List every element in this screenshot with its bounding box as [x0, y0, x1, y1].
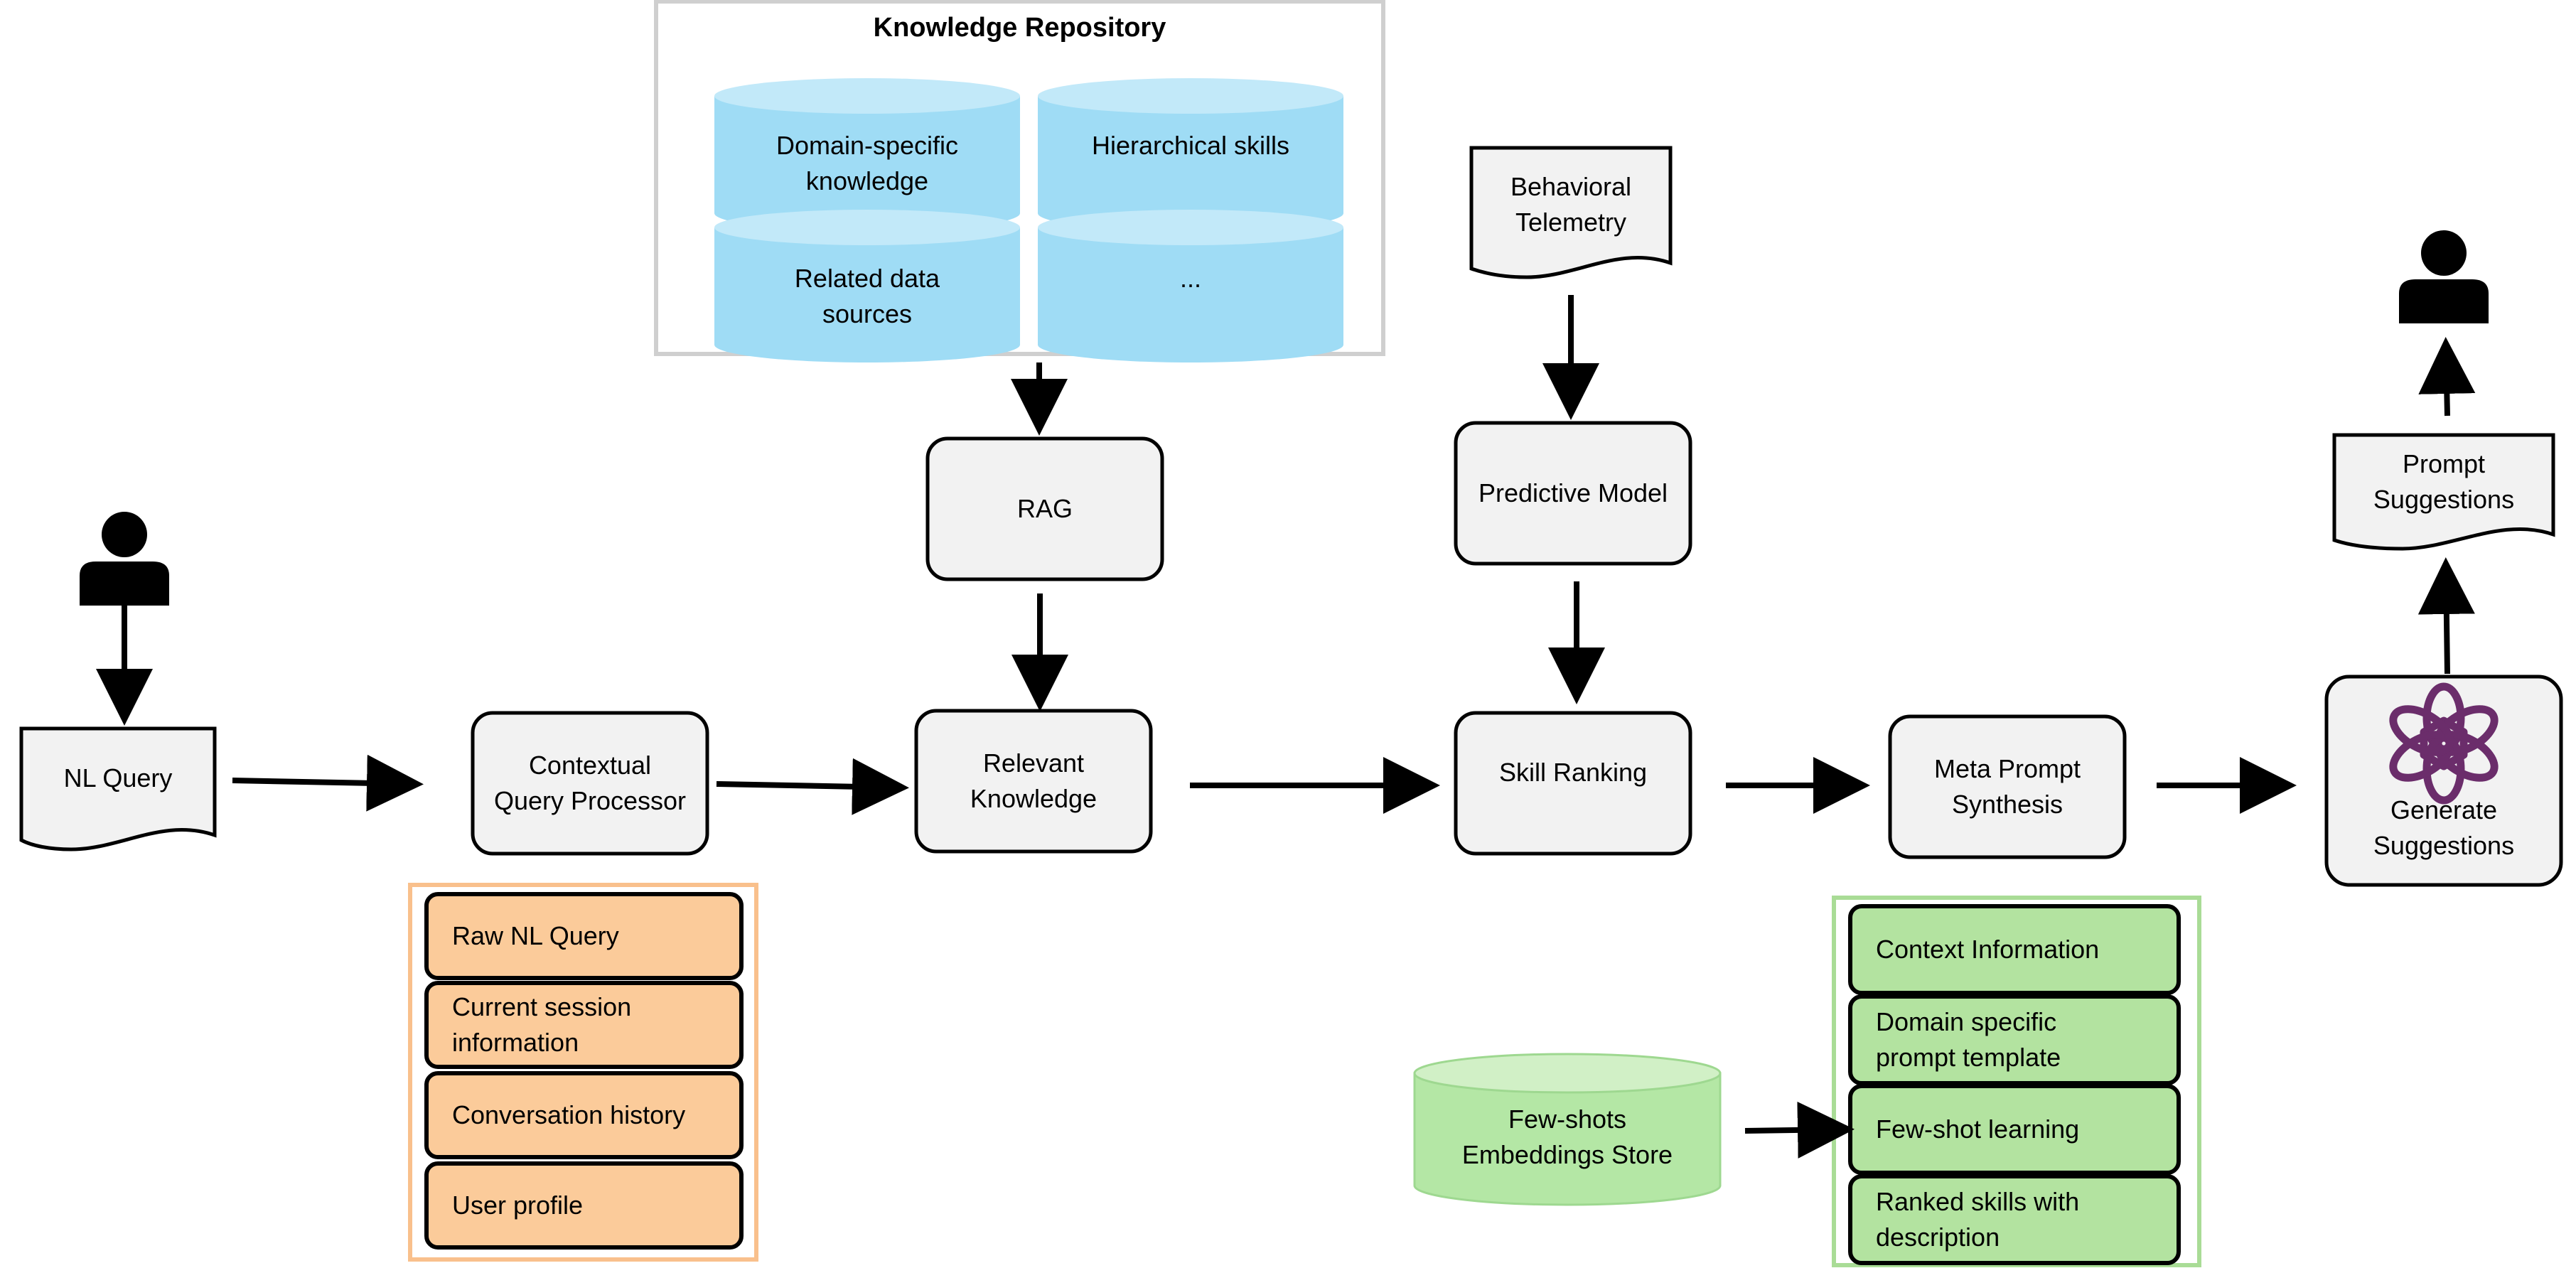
arrow-nl-query-to-processor — [232, 754, 424, 812]
knowledge-repository-title: Knowledge Repository — [873, 13, 1166, 43]
predictive-model-label: Predictive Model — [1478, 478, 1668, 507]
user-icon — [80, 512, 169, 606]
contextual-query-processor-box — [471, 711, 709, 856]
skill-ranking-label: Skill Ranking — [1498, 757, 1648, 787]
contextual-query-processor-label: Contextual Query Processor — [493, 750, 687, 815]
arrow-few-shots-to-meta-prompt — [1744, 1101, 1855, 1159]
repo-store-more — [1038, 210, 1343, 362]
user-icon — [2399, 230, 2489, 323]
query-context-item-session — [424, 981, 744, 1069]
query-context-item-label: User profile — [452, 1190, 584, 1220]
query-context-item-raw-nl-query — [424, 892, 744, 980]
meta-prompt-item-ranked-skills — [1848, 1174, 2181, 1265]
meta-prompt-item-label: Context Information — [1876, 934, 2100, 964]
generate-suggestions-box — [2324, 675, 2563, 887]
query-context-item-profile — [424, 1161, 744, 1250]
meta-prompt-synthesis-box — [1888, 714, 2127, 859]
behavioral-telemetry-doc — [1469, 146, 1673, 279]
repo-store-related-data-sources — [714, 210, 1020, 362]
relevant-knowledge-label: Relevant Knowledge — [970, 748, 1098, 813]
meta-prompt-item-context — [1848, 904, 2181, 995]
meta-prompt-item-label: Ranked skills with description — [1876, 1186, 2080, 1252]
repo-store-label: ... — [1179, 263, 1201, 293]
meta-prompt-item-label: Few-shot learning — [1876, 1114, 2080, 1144]
nl-query-label: NL Query — [63, 763, 173, 793]
behavioral-telemetry-label: Behavioral Telemetry — [1510, 171, 1632, 237]
prompt-suggestions-doc — [2332, 433, 2555, 551]
repo-store-hierarchical-skills — [1038, 78, 1343, 231]
repo-store-domain-knowledge — [714, 78, 1020, 231]
openai-logo-icon — [2389, 682, 2499, 805]
skill-ranking-box — [1454, 711, 1692, 856]
meta-prompt-item-label: Domain specific prompt template — [1876, 1006, 2061, 1072]
arrow-processor-to-relevant-knowledge — [716, 758, 909, 815]
meta-prompt-synthesis-label: Meta Prompt Synthesis — [1933, 753, 2081, 819]
prompt-suggestions-label: Prompt Suggestions — [2373, 448, 2515, 514]
meta-prompt-item-template — [1848, 994, 2181, 1085]
generate-suggestions-label: Generate Suggestions — [2373, 795, 2515, 860]
query-context-item-label: Raw NL Query — [452, 920, 619, 950]
nl-query-doc — [19, 726, 217, 851]
arrow-generate-to-prompt-suggestions — [2417, 557, 2475, 675]
query-context-frame — [408, 883, 758, 1262]
query-context-item-history — [424, 1071, 744, 1159]
few-shots-store-cylinder — [1413, 1053, 1722, 1206]
knowledge-repository-frame — [654, 0, 1385, 356]
rag-label: RAG — [1016, 493, 1073, 523]
query-context-item-label: Current session information — [452, 992, 632, 1057]
few-shots-store-label: Few-shots Embeddings Store — [1461, 1104, 1673, 1169]
repo-store-label: Related data sources — [794, 263, 940, 328]
query-context-item-label: Conversation history — [452, 1100, 686, 1129]
arrow-prompt-suggestions-to-user — [2418, 337, 2476, 417]
repo-store-label: Hierarchical skills — [1091, 130, 1290, 160]
predictive-model-box — [1454, 421, 1692, 566]
rag-box — [925, 436, 1164, 581]
repo-store-label: Domain-specific knowledge — [776, 130, 959, 195]
